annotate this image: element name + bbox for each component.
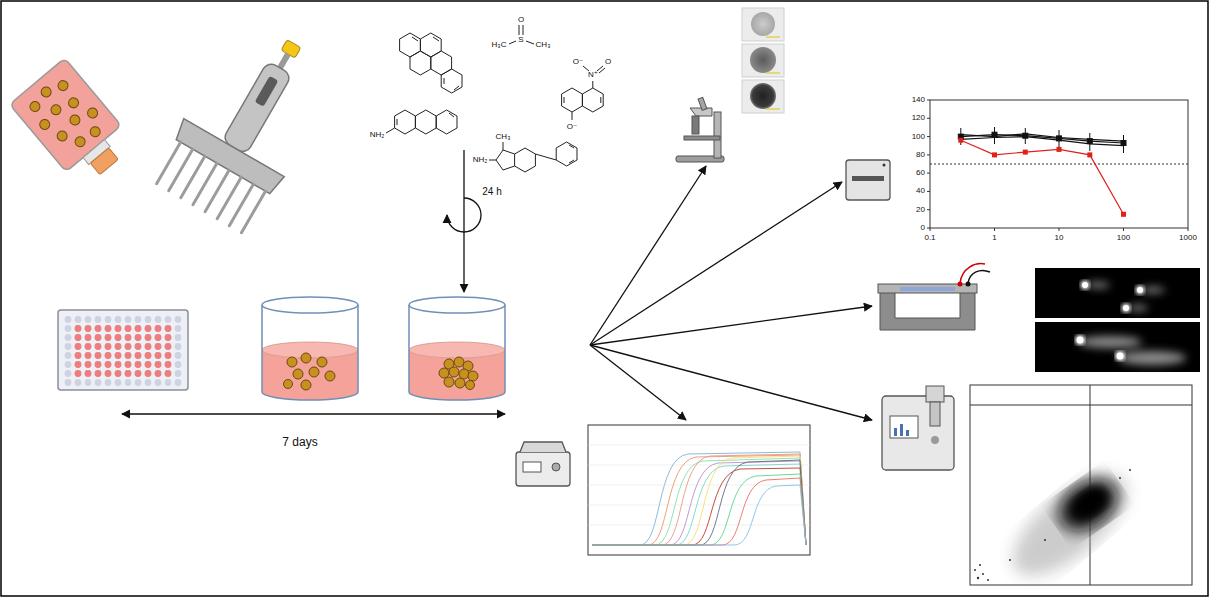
axis-tick: 0 — [921, 224, 925, 232]
axis-tick: 100 — [912, 133, 925, 141]
amplification-plot — [588, 425, 810, 555]
atom-label: H₃C — [492, 41, 507, 49]
axis-tick: 120 — [912, 114, 925, 122]
axis-tick: 0.1 — [924, 234, 935, 242]
atom-label: O — [605, 58, 611, 66]
duration-arrow — [122, 413, 505, 414]
exposure-arrow — [447, 150, 481, 292]
atom-label: NH₂ — [473, 156, 488, 164]
plate-reader-icon — [846, 160, 890, 200]
spheroid-well — [409, 297, 505, 400]
axis-tick: 100 — [1117, 234, 1130, 242]
atom-label: S — [518, 36, 523, 44]
thermocycler-icon — [516, 442, 570, 486]
analysis-arrows — [590, 166, 872, 420]
exposure-time: 24 h — [482, 187, 501, 197]
well-plate — [58, 310, 188, 390]
atom-label: N⁺ — [588, 71, 598, 79]
axis-tick: 20 — [916, 206, 925, 214]
atom-label: O — [518, 16, 524, 24]
flow-cytometer — [882, 386, 954, 470]
atom-label: O⁻ — [573, 58, 583, 66]
axis-tick: 80 — [916, 151, 925, 159]
electrophoresis-tank — [878, 264, 990, 330]
dot-plot — [970, 385, 1192, 593]
microscope-icon — [676, 97, 724, 162]
axis-tick: 40 — [916, 187, 925, 195]
multichannel-pipette — [149, 15, 344, 238]
comet-images — [1035, 268, 1200, 372]
axis-tick: 1000 — [1179, 234, 1197, 242]
viability-chart — [927, 100, 1188, 231]
atom-label: O⁻ — [567, 123, 577, 131]
atom-label: NH₂ — [370, 131, 385, 139]
culture-flask — [10, 58, 137, 190]
spheroid-micrographs — [742, 8, 784, 113]
culture-well — [262, 297, 358, 400]
chemical-structures — [386, 25, 605, 172]
atom-label: CH₃ — [496, 133, 511, 141]
axis-tick: 1 — [992, 234, 996, 242]
duration-label: 7 days — [282, 436, 317, 448]
axis-tick: 60 — [916, 169, 925, 177]
atom-label: CH₃ — [536, 41, 551, 49]
axis-tick: 10 — [1055, 234, 1064, 242]
axis-tick: 140 — [912, 96, 925, 104]
